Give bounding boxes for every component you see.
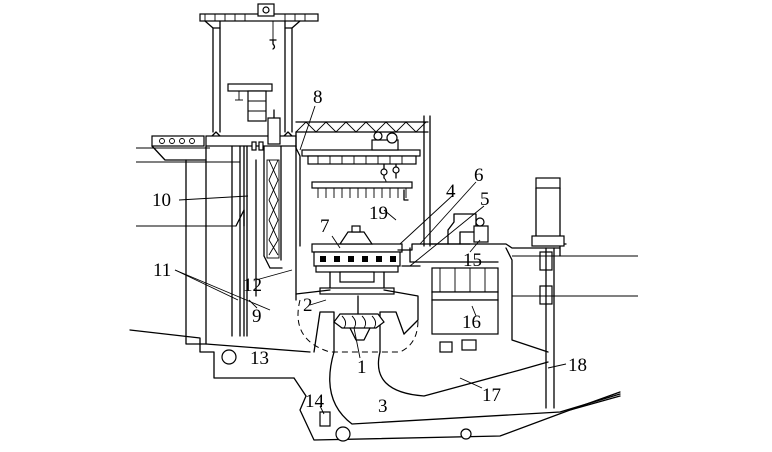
generator-unit (311, 225, 499, 295)
label-9: 9 (252, 306, 262, 327)
label-1: 1 (357, 357, 367, 378)
label-6: 6 (474, 165, 484, 186)
label-4: 4 (446, 181, 456, 202)
callout-labels: 1 2 3 4 5 6 7 8 9 10 11 12 13 14 15 16 1… (152, 87, 587, 417)
dam-intake-structure (129, 109, 311, 379)
intake-gantry-crane (199, 3, 319, 139)
label-13: 13 (250, 348, 269, 369)
powerhouse-superstructure (295, 115, 431, 247)
label-15: 15 (463, 250, 482, 271)
label-14: 14 (305, 391, 325, 412)
label-19: 19 (369, 203, 388, 224)
label-7: 7 (320, 216, 330, 237)
label-5: 5 (480, 189, 490, 210)
turbine-and-draft-tube (293, 289, 621, 442)
label-11: 11 (153, 260, 171, 281)
label-18: 18 (568, 355, 587, 376)
label-10: 10 (152, 190, 171, 211)
label-12: 12 (243, 275, 262, 296)
label-3: 3 (378, 396, 388, 417)
leader-lines (174, 105, 567, 415)
label-2: 2 (303, 295, 313, 316)
label-16: 16 (462, 312, 481, 333)
auxiliary-building (429, 177, 638, 409)
label-17: 17 (482, 385, 501, 406)
label-8: 8 (313, 87, 323, 108)
